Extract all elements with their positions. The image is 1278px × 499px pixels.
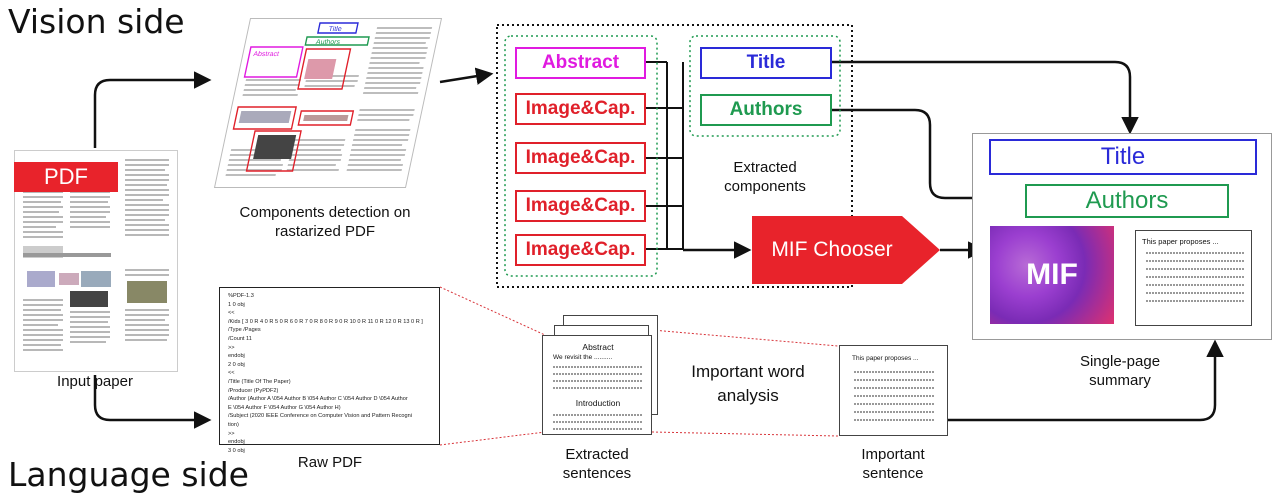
sentence-doc-front: Abstract We revisit the .......... Intro… [542, 335, 652, 435]
important-sentence-caption: Important sentence [861, 446, 925, 482]
zoom-lines [439, 286, 839, 446]
component-image-caption-3: Image&Cap. [515, 190, 646, 222]
summary-title: Title [989, 139, 1257, 175]
summary-authors: Authors [1025, 184, 1229, 218]
component-image-caption-2: Image&Cap. [515, 142, 646, 174]
sentence-lines-bottom [553, 414, 643, 430]
pdf-badge: PDF [14, 162, 118, 192]
raw-pdf-text: %PDF-1.3 1 0 obj << /Kids [ 3 0 R 4 0 R … [228, 293, 423, 454]
important-sentence-intro: This paper proposes ... [852, 355, 919, 362]
component-image-caption-1: Image&Cap. [515, 93, 646, 125]
arrow-input-to-detection [93, 71, 212, 148]
summary-text-intro: This paper proposes ... [1142, 237, 1219, 246]
component-title: Title [700, 47, 832, 79]
summary-mif-label: MIF [1026, 258, 1078, 291]
arrow-title-to-summary [832, 60, 1139, 135]
sentence-abstract-line: We revisit the .......... [553, 354, 613, 361]
bus-image-captions [646, 61, 684, 250]
mif-chooser-label: MIF Chooser [771, 238, 893, 261]
mif-chooser: MIF Chooser [752, 216, 940, 284]
detected-title-label: Title [328, 26, 342, 33]
raw-pdf-document: %PDF-1.3 1 0 obj << /Kids [ 3 0 R 4 0 R … [219, 287, 440, 454]
component-authors: Authors [700, 94, 832, 126]
arrow-detection-to-components [439, 67, 494, 85]
detected-page-icon: Title Authors Abstract [225, 22, 433, 176]
extracted-sentences-caption: Extracted sentences [562, 446, 632, 482]
vision-side-label: Vision side [8, 2, 185, 41]
component-abstract: Abstract [515, 47, 646, 79]
summary-mif-image: MIF [990, 226, 1114, 324]
single-page-summary-caption: Single-page summary [1079, 353, 1161, 389]
text-group-container [689, 35, 841, 137]
arrow-input-to-rawpdf [93, 375, 212, 429]
paper-thumbnail-icon [23, 159, 169, 351]
mif-chooser-shape-icon [752, 216, 940, 284]
components-container [496, 24, 853, 288]
sentence-lines-top [553, 366, 643, 389]
detection-illustration: Title Authors Abstract [213, 18, 443, 188]
language-side-label: Language side [8, 455, 249, 494]
important-sentence-lines [854, 371, 934, 421]
summary-text-block: This paper proposes ... [1135, 230, 1252, 326]
raw-pdf-caption: Raw PDF [297, 454, 363, 471]
summary-text-lines [1146, 252, 1244, 302]
important-word-analysis-label: Important word analysis [691, 362, 805, 405]
extracted-components-caption: Extracted components [724, 159, 806, 195]
figure-thumbnails [27, 271, 167, 307]
sentence-abstract-heading: Abstract [582, 342, 614, 352]
components-detection-caption: Components detection on rastarized PDF [239, 204, 411, 240]
important-sentence-doc: This paper proposes ... [839, 345, 948, 436]
input-paper-caption: Input paper [57, 373, 133, 390]
detected-abstract-label: Abstract [253, 51, 280, 58]
detected-authors-label: Authors [315, 39, 341, 46]
image-group-container [504, 35, 658, 277]
component-image-caption-4: Image&Cap. [515, 234, 646, 266]
arrow-authors-to-summary [832, 108, 1022, 207]
single-page-summary: Title Authors MIF This paper proposes ..… [972, 133, 1272, 340]
sentence-introduction-heading: Introduction [575, 398, 621, 408]
arrow-sentence-to-summary [948, 339, 1224, 422]
